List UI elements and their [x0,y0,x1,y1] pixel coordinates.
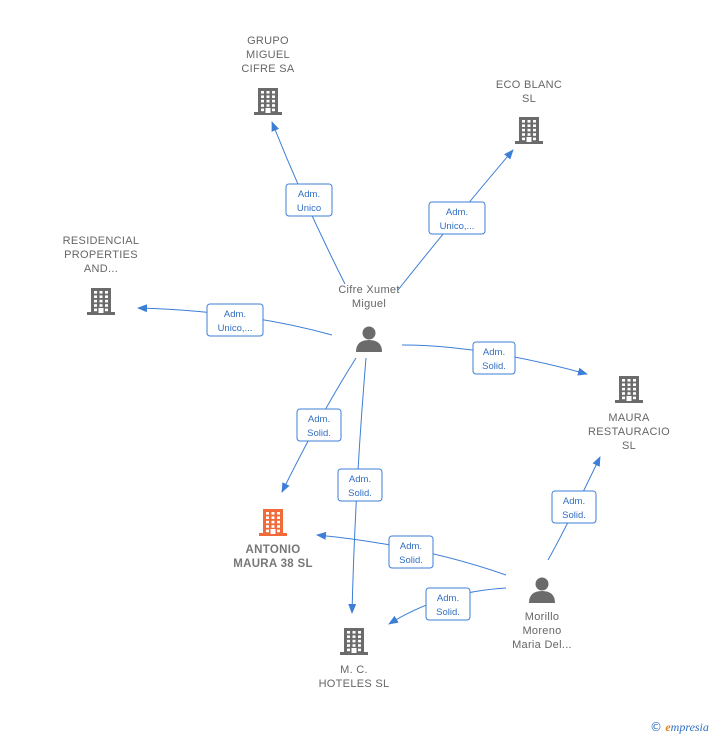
node-antonio[interactable]: ANTONIO MAURA 38 SL [233,509,313,570]
building-icon [615,376,643,403]
copyright-icon: © [650,720,662,734]
node-label: Morillo [525,611,560,623]
building-icon [87,288,115,315]
edge-label-text: Adm. [400,541,422,552]
edge-label-frame [388,535,434,569]
node-label: M. C. [340,664,368,676]
building-icon [254,88,282,115]
edge-label-box[interactable]: Adm. Solid. [551,490,597,524]
edge-label-text: Adm. [349,474,371,485]
edge-label-frame [285,183,333,217]
edge-morillo-to-mc: Adm. Solid. [388,587,507,625]
edge-cifre-to-residencial: Adm. Unico,... [137,303,333,337]
edge-label-text: Adm. [437,593,459,604]
node-label: SL [622,440,636,452]
node-label: ANTONIO [246,544,301,556]
edge-label-text: Solid. [562,510,586,521]
edge-label-text: Solid. [348,488,372,499]
edge-morillo-to-maura: Adm. Solid. [547,456,601,561]
edge-label-frame [425,587,471,621]
edge-label-frame [206,303,264,337]
footer-brand: © empresia [650,720,709,735]
edge-label-box[interactable]: Adm. Solid. [388,535,434,569]
node-label: Cifre Xumet [338,284,399,296]
node-label: GRUPO [247,35,289,47]
node-label: PROPERTIES [64,249,138,261]
node-maura[interactable]: MAURA RESTAURACIO SL [588,376,670,452]
node-label: ECO BLANC [496,79,562,91]
edge-cifre-to-antonio: Adm. Solid. [281,357,357,493]
edge-label-frame [428,201,486,235]
edge-cifre-to-maura: Adm. Solid. [401,341,588,376]
edge-morillo-to-antonio: Adm. Solid. [316,531,507,576]
node-eco[interactable]: ECO BLANC SL [496,79,562,144]
edge-label-text: Adm. [298,189,320,200]
node-label: AND... [84,263,118,275]
node-label: MAURA 38 SL [233,558,313,570]
node-label: Miguel [352,298,386,310]
edge-label-text: Solid. [399,555,423,566]
building-icon [340,628,368,655]
edge-label-box[interactable]: Adm. Solid. [296,408,342,442]
edge-label-text: Unico,... [218,323,253,334]
edge-label-text: Solid. [482,361,506,372]
node-label: Maria Del... [512,639,572,651]
edge-cifre-to-eco: Adm. Unico,... [397,149,514,291]
edge-label-box[interactable]: Adm. Unico [285,183,333,217]
person-icon [356,326,382,352]
edge-label-box[interactable]: Adm. Solid. [472,341,516,375]
node-label: Moreno [522,625,561,637]
edge-label-frame [472,341,516,375]
building-icon [259,509,287,536]
edge-label-text: Unico [297,203,321,214]
node-label: HOTELES SL [319,678,390,690]
node-residencial[interactable]: RESIDENCIAL PROPERTIES AND... [63,235,140,315]
edge-label-text: Adm. [483,347,505,358]
edge-label-frame [337,468,383,502]
node-label: MIGUEL [246,49,290,61]
node-mc[interactable]: M. C. HOTELES SL [319,628,390,690]
person-icon [529,577,555,603]
edge-label-box[interactable]: Adm. Unico,... [428,201,486,235]
edge-label-box[interactable]: Adm. Solid. [337,468,383,502]
node-grupo[interactable]: GRUPO MIGUEL CIFRE SA [241,35,295,115]
edge-label-text: Unico,... [440,221,475,232]
node-label: CIFRE SA [241,63,294,75]
node-label: SL [522,93,536,105]
edge-cifre-to-grupo: Adm. Unico [271,121,346,285]
brand-logo: empresia [665,720,709,734]
node-label: MAURA [608,412,650,424]
edge-label-text: Solid. [436,607,460,618]
building-icon [515,117,543,144]
edge-label-text: Adm. [224,309,246,320]
edge-label-text: Solid. [307,428,331,439]
edge-label-text: Adm. [446,207,468,218]
edge-label-box[interactable]: Adm. Unico,... [206,303,264,337]
nodes-layer: GRUPO MIGUEL CIFRE SA ECO BLANC SL RESIDENCIA… [63,35,670,690]
edge-label-frame [296,408,342,442]
edge-label-box[interactable]: Adm. Solid. [425,587,471,621]
edge-label-text: Adm. [563,496,585,507]
edge-cifre-to-mc: Adm. Solid. [337,357,383,614]
node-label: RESIDENCIAL [63,235,140,247]
edge-label-text: Adm. [308,414,330,425]
edge-label-frame [551,490,597,524]
node-label: RESTAURACIO [588,426,670,438]
